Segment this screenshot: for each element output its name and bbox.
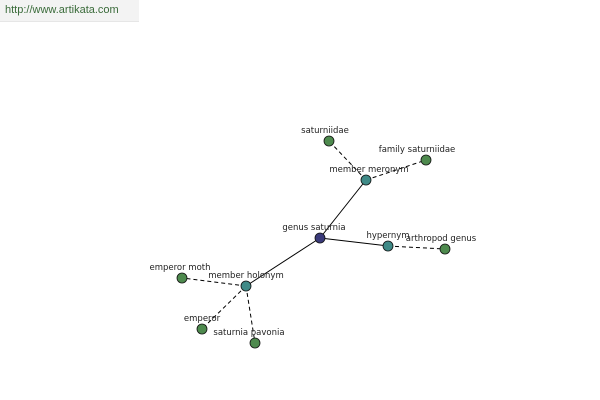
node-saturniidae[interactable]: [323, 135, 335, 147]
site-link-box: http://www.artikata.com: [0, 0, 139, 22]
edge-n1-n4: [328, 140, 367, 181]
node-label-emperor-moth[interactable]: emperor moth: [149, 263, 210, 273]
node-label-family-saturniidae[interactable]: family saturniidae: [379, 145, 456, 155]
edge-n0-n3: [245, 237, 321, 287]
node-label-arthropod-genus[interactable]: arthropod genus: [406, 234, 477, 244]
site-link[interactable]: http://www.artikata.com: [5, 4, 119, 16]
edge-n3-n8: [201, 285, 247, 330]
node-label-saturniidae[interactable]: saturniidae: [301, 126, 349, 136]
node-label-saturnia-pavonia[interactable]: saturnia pavonia: [213, 328, 284, 338]
node-arthropod-genus[interactable]: [439, 243, 451, 255]
node-label-member-meronym[interactable]: member meronym: [329, 165, 408, 175]
edge-n0-n2: [319, 237, 389, 247]
node-hypernym[interactable]: [382, 240, 394, 252]
edge-n3-n7: [181, 277, 247, 287]
node-member-holonym[interactable]: [240, 280, 252, 292]
edge-n1-n5: [365, 159, 427, 181]
node-genus-saturnia[interactable]: [314, 232, 326, 244]
graph-nodes: [176, 135, 451, 349]
edge-n2-n6: [387, 245, 446, 250]
node-label-hypernym[interactable]: hypernym: [366, 231, 409, 241]
node-label-emperor[interactable]: emperor: [184, 314, 221, 324]
edge-n3-n9: [245, 285, 256, 344]
edge-n0-n1: [319, 179, 367, 239]
node-emperor[interactable]: [196, 323, 208, 335]
node-member-meronym[interactable]: [360, 174, 372, 186]
node-emperor-moth[interactable]: [176, 272, 188, 284]
node-label-genus-saturnia[interactable]: genus saturnia: [282, 223, 345, 233]
node-saturnia-pavonia[interactable]: [249, 337, 261, 349]
node-family-saturniidae[interactable]: [420, 154, 432, 166]
graph-labels: genus saturnia member meronym hypernym memb…: [149, 126, 476, 338]
graph-edges: [181, 140, 446, 344]
node-label-member-holonym[interactable]: member holonym: [208, 271, 283, 281]
